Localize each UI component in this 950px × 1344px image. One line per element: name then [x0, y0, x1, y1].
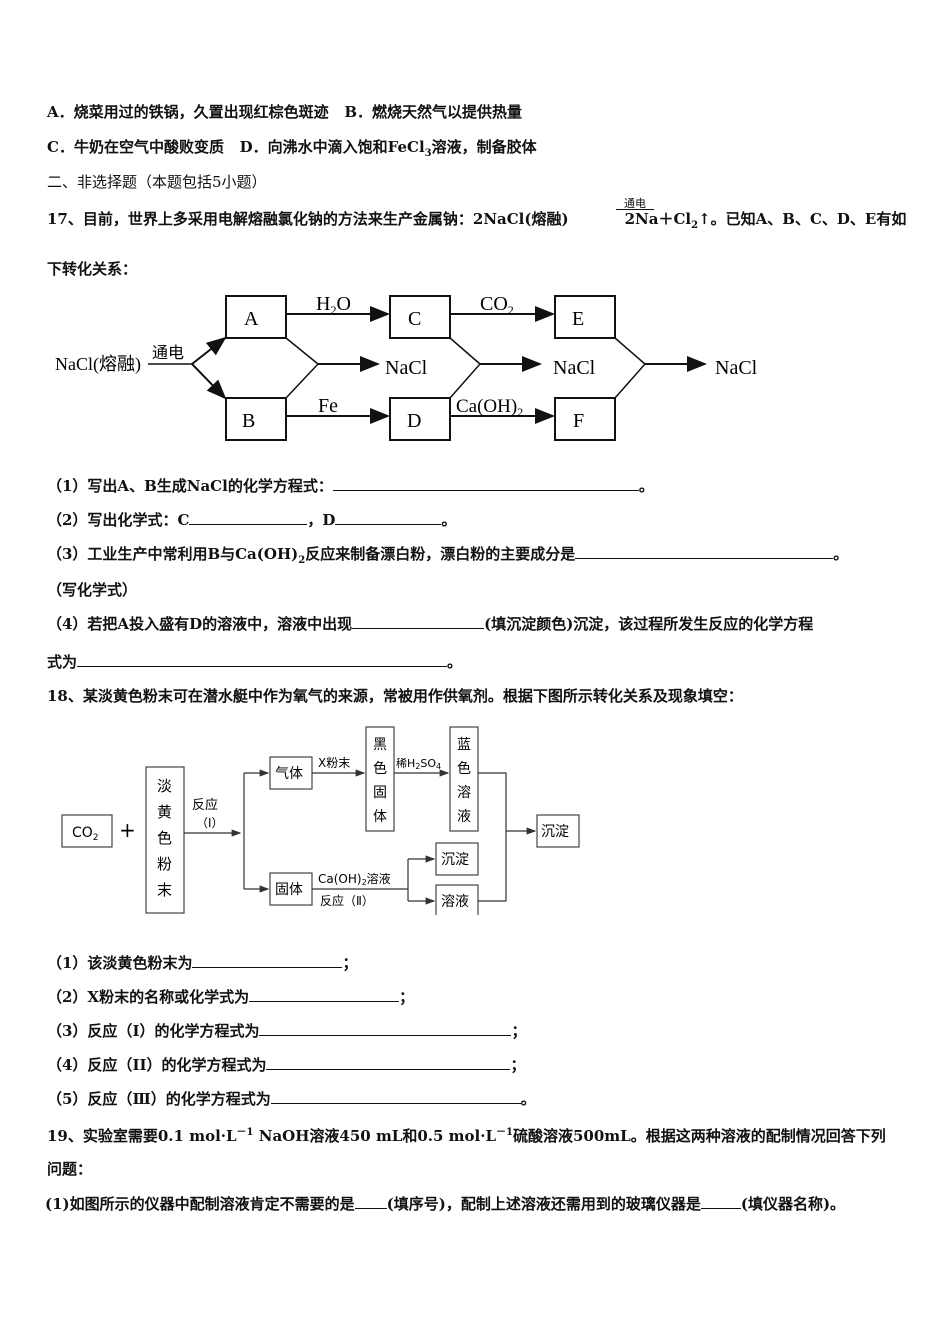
q19-part1: (1)如图所示的仪器中配制溶液肯定不需要的是(填序号)，配制上述溶液还需用到的玻… — [45, 1194, 846, 1213]
option-b: B．燃烧天然气以提供热量 — [344, 103, 522, 121]
svg-text:稀H2SO4: 稀H2SO4 — [396, 757, 441, 771]
option-a: A．烧菜用过的铁锅，久置出现红棕色斑迹 — [47, 103, 329, 121]
svg-text:色: 色 — [457, 760, 471, 777]
svg-text:末: 末 — [157, 881, 172, 899]
svg-text:蓝: 蓝 — [457, 737, 471, 753]
answer-blank[interactable] — [700, 1194, 741, 1209]
svg-text:溶液: 溶液 — [441, 894, 469, 910]
svg-text:CO2: CO2 — [480, 293, 514, 317]
svg-text:B: B — [242, 410, 255, 432]
box-f — [554, 397, 616, 441]
q18-stem: 18、某淡黄色粉末可在潜水艇中作为氧气的来源，常被用作供氧剂。根据下图所示转化关… — [47, 687, 743, 705]
q17-part2: （2）写出化学式：C，D。 — [47, 510, 457, 529]
answer-blank[interactable] — [259, 1021, 512, 1036]
svg-text:E: E — [572, 308, 584, 330]
svg-text:C: C — [408, 308, 421, 330]
svg-text:+: + — [119, 818, 136, 842]
svg-text:Ca(OH)2: Ca(OH)2 — [456, 396, 523, 419]
svg-text:色: 色 — [157, 829, 172, 847]
q17-condition: 通电 — [624, 197, 646, 210]
q18-part5: （5）反应（Ⅲ）的化学方程式为。 — [47, 1089, 536, 1108]
option-c: C．牛奶在空气中酸败变质 — [47, 138, 224, 156]
q19-stem: 19、实验室需要0.1 mol·L－1 NaOH溶液450 mL和0.5 mol… — [47, 1127, 886, 1145]
svg-text:Fe: Fe — [318, 395, 338, 417]
box-d — [389, 397, 451, 441]
answer-blank[interactable] — [332, 476, 639, 491]
svg-text:黑: 黑 — [373, 737, 387, 753]
svg-text:D: D — [407, 410, 421, 432]
q17-part4: （4）若把A投入盛有D的溶液中，溶液中出现(填沉淀颜色)沉淀，该过程所发生反应的… — [47, 614, 814, 633]
svg-text:X粉末: X粉末 — [318, 756, 350, 770]
svg-text:固体: 固体 — [275, 882, 303, 898]
box-e — [554, 295, 616, 339]
q17-stem-cont: 下转化关系： — [47, 260, 138, 278]
answer-blank[interactable] — [575, 544, 834, 559]
svg-text:NaCl: NaCl — [385, 357, 428, 379]
option-line-cd: C．牛奶在空气中酸败变质 D．向沸水中滴入饱和FeCl3溶液，制备胶体 — [47, 137, 537, 164]
svg-text:F: F — [573, 410, 584, 432]
section-heading: 二、非选择题（本题包括5小题） — [47, 173, 267, 191]
q18-part1: （1）该淡黄色粉末为； — [47, 953, 358, 972]
answer-blank[interactable] — [189, 510, 308, 525]
q17-diagram: NaCl(熔融) 通电 A B C D E F H2O CO2 Fe Ca(OH… — [55, 293, 758, 441]
answer-blank[interactable] — [270, 1089, 521, 1104]
nacl-melt-label: NaCl(熔融) — [55, 354, 141, 375]
svg-text:NaCl: NaCl — [553, 357, 596, 379]
option-line-ab: A．烧菜用过的铁锅，久置出现红棕色斑迹 B．燃烧天然气以提供热量 — [47, 102, 522, 122]
q17-part3: （3）工业生产中常利用B与Ca(OH)2反应来制备漂白粉，漂白粉的主要成分是。 — [47, 544, 849, 566]
svg-text:黄: 黄 — [157, 803, 172, 821]
answer-blank[interactable] — [266, 1055, 511, 1070]
q18-diagram: CO2 + 淡 黄 色 粉 末 反应 （Ⅰ） 气体 X粉末 黑 色 固 体 稀H… — [61, 726, 580, 915]
answer-blank[interactable] — [354, 1194, 387, 1209]
svg-text:液: 液 — [457, 809, 471, 825]
svg-text:反应（Ⅱ）: 反应（Ⅱ） — [320, 893, 374, 908]
powder-label: 淡 黄 色 粉 末 — [157, 777, 172, 899]
q18-part2: （2）X粉末的名称或化学式为； — [47, 987, 415, 1006]
svg-text:（Ⅰ）: （Ⅰ） — [196, 816, 224, 830]
box-c — [389, 295, 451, 339]
svg-text:沉淀: 沉淀 — [441, 852, 469, 868]
q17-part4-cont: 式为。 — [47, 652, 463, 671]
svg-text:A: A — [244, 308, 259, 330]
answer-blank[interactable] — [352, 614, 485, 629]
box-b — [225, 397, 287, 441]
q17-condition-line — [616, 209, 654, 210]
svg-text:溶: 溶 — [457, 785, 471, 801]
box-a — [225, 295, 287, 339]
answer-blank[interactable] — [192, 953, 343, 968]
svg-text:沉淀: 沉淀 — [541, 824, 569, 840]
q17-part1: （1）写出A、B生成NaCl的化学方程式：。 — [47, 476, 654, 495]
svg-text:Ca(OH)2溶液: Ca(OH)2溶液 — [318, 871, 391, 887]
answer-blank[interactable] — [335, 510, 442, 525]
svg-text:气体: 气体 — [275, 766, 303, 782]
q19-stem-cont: 问题： — [47, 1160, 93, 1178]
svg-text:体: 体 — [373, 809, 387, 825]
q17-part3-note: （写化学式） — [47, 581, 138, 599]
svg-text:CO2: CO2 — [72, 825, 99, 843]
q18-part3: （3）反应（I）的化学方程式为； — [47, 1021, 527, 1040]
answer-blank[interactable] — [77, 652, 448, 667]
q17-stem: 17、目前，世界上多采用电解熔融氯化钠的方法来生产金属钠：2NaCl(熔融)2N… — [47, 210, 907, 231]
svg-text:固: 固 — [373, 785, 387, 801]
electrolysis-label: 通电 — [152, 344, 184, 362]
svg-text:粉: 粉 — [157, 855, 172, 873]
svg-text:H2O: H2O — [316, 293, 351, 317]
svg-text:淡: 淡 — [157, 777, 172, 795]
answer-blank[interactable] — [249, 987, 400, 1002]
svg-text:色: 色 — [373, 760, 387, 777]
q18-part4: （4）反应（II）的化学方程式为； — [47, 1055, 526, 1074]
svg-text:NaCl: NaCl — [715, 357, 758, 379]
option-d: D．向沸水中滴入饱和FeCl3溶液，制备胶体 — [239, 138, 537, 159]
svg-text:反应: 反应 — [192, 797, 218, 813]
